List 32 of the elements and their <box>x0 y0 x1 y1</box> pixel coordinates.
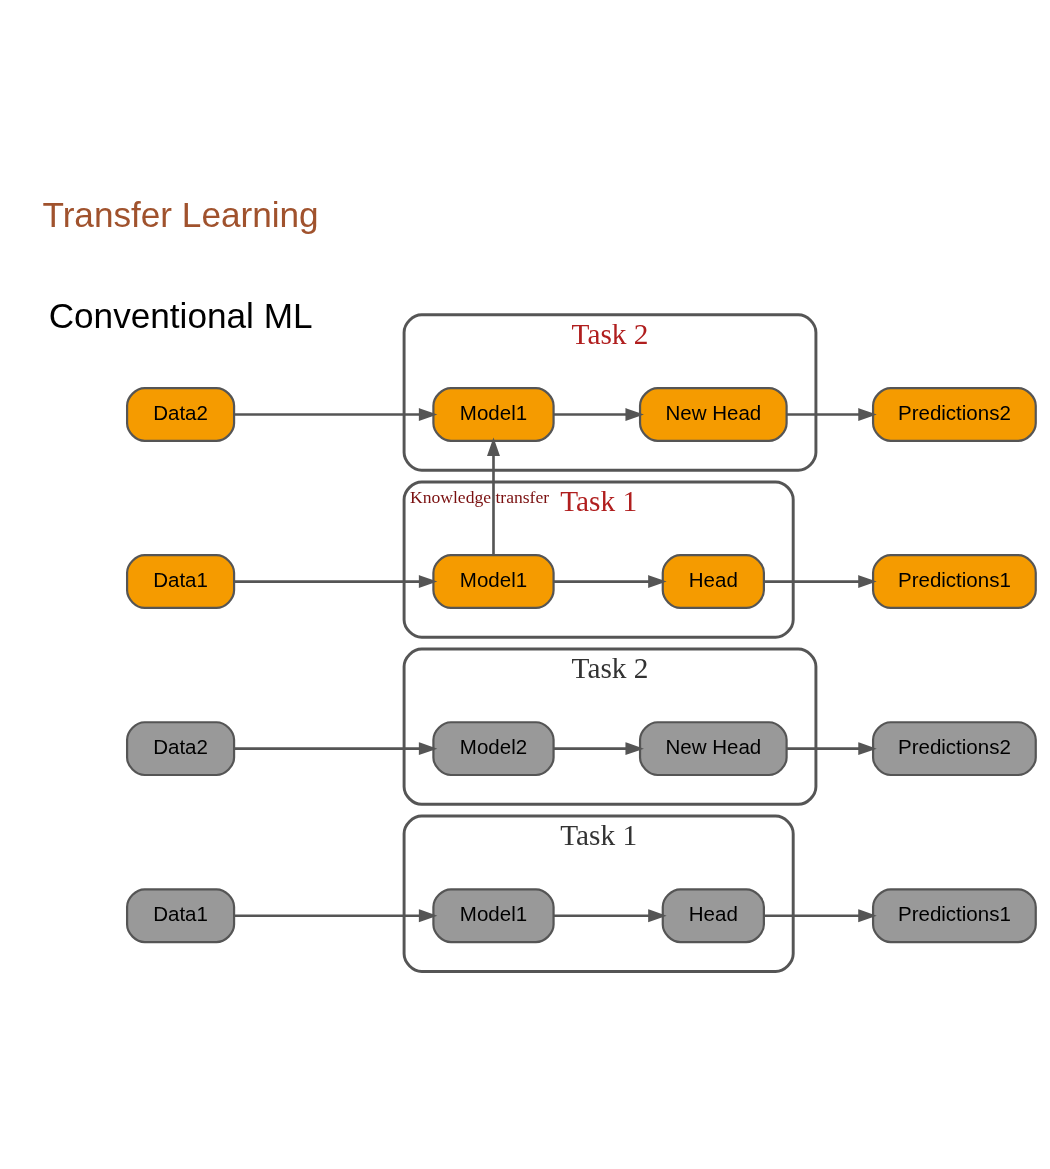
node-box: Predictions1 <box>872 888 1037 944</box>
arrow <box>764 909 877 923</box>
arrow <box>553 742 644 756</box>
node-box: Predictions2 <box>872 387 1037 442</box>
node-box: Data1 <box>126 888 236 944</box>
arrow <box>553 408 644 421</box>
node-box: Model2 <box>432 721 555 777</box>
arrow <box>487 437 500 556</box>
node-box: Head <box>661 554 765 610</box>
node-box: Data2 <box>126 387 236 442</box>
node-box: Model1 <box>432 554 555 610</box>
label: Conventional ML <box>48 296 313 336</box>
arrow <box>234 575 438 589</box>
arrow <box>553 575 667 589</box>
node-box: Model1 <box>432 888 555 944</box>
arrow <box>786 408 877 421</box>
node-box: Data2 <box>126 721 236 777</box>
arrow <box>764 575 877 589</box>
arrow <box>553 909 667 923</box>
node-box: Predictions1 <box>872 554 1037 610</box>
node-box: New Head <box>638 721 788 777</box>
node-box: New Head <box>638 387 788 442</box>
node-box: Head <box>661 888 765 944</box>
arrow <box>786 742 877 756</box>
edge-label: Knowledge transfer <box>410 486 550 507</box>
label: Transfer Learning <box>42 195 319 235</box>
node-box: Predictions2 <box>872 721 1037 777</box>
node-box: Model1 <box>432 387 555 442</box>
node-box: Data1 <box>126 554 236 610</box>
arrow <box>234 408 438 421</box>
arrow <box>234 909 438 923</box>
arrow <box>234 742 438 756</box>
